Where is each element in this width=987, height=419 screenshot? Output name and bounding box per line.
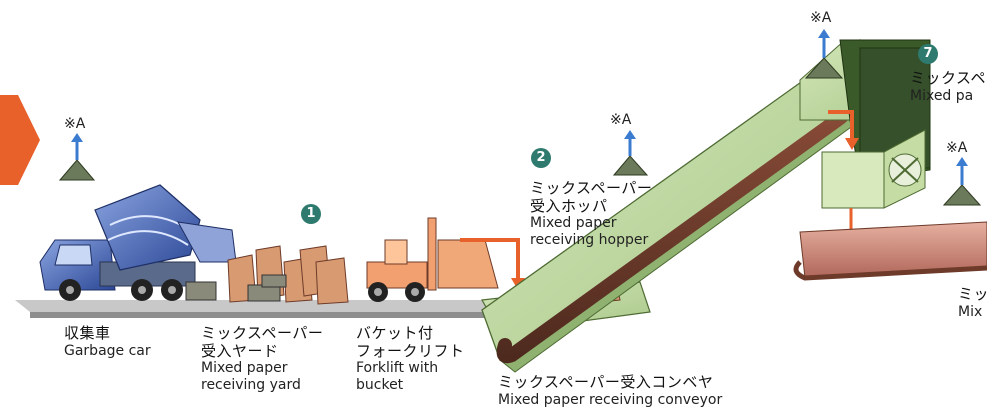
garbage-truck: [39, 184, 237, 301]
step-2-badge: 2: [531, 148, 551, 168]
conveyor-jp: ミックスペーパー受入コンベヤ: [498, 373, 714, 391]
forklift-en2: bucket: [356, 376, 404, 393]
paper-bales-yard: [185, 274, 287, 302]
garbage-car-en: Garbage car: [64, 342, 151, 359]
conveyor-head-housing: [799, 39, 931, 181]
conveyor-label: ミックスペーパー受入コンベヤ Mixed paper receiving con…: [498, 373, 723, 408]
marker-a-label-2: ※A: [610, 112, 632, 128]
garbage-car-jp: 収集車: [64, 324, 111, 342]
forklift-en: Forklift with: [356, 360, 439, 377]
receiving-yard-en2: receiving yard: [201, 376, 301, 393]
step7-jp: ミックスペ: [910, 69, 987, 87]
incoming-arrow: [0, 95, 40, 185]
marker-a-2: [612, 130, 649, 176]
conveyor-en: Mixed paper receiving conveyor: [498, 391, 723, 408]
hopper-en2: receiving hopper: [530, 231, 649, 248]
downstream-belt: [793, 221, 987, 281]
marker-a-3: [804, 29, 844, 79]
step-1-badge: 1: [301, 204, 321, 224]
right-partial-en: Mix: [958, 303, 983, 320]
transfer-arrow-hopper: [460, 238, 520, 282]
receiving-yard-en: Mixed paper: [201, 360, 288, 377]
marker-a-1: [58, 133, 96, 181]
forklift-label: バケット付 フォークリフト Forklift with bucket: [356, 324, 465, 393]
hopper-en: Mixed paper: [530, 215, 617, 232]
right-partial-jp: ミッ: [958, 285, 987, 303]
right-partial-label: ミッ Mix: [958, 285, 987, 320]
step-7-badge: 7: [918, 44, 938, 64]
receiving-yard-jp: ミックスペーパー: [201, 324, 324, 342]
receiving-yard-label: ミックスペーパー 受入ヤード Mixed paper receiving yar…: [201, 324, 324, 393]
receiving-yard-jp2: 受入ヤード: [201, 341, 279, 360]
hopper-jp2: 受入ホッパ: [530, 196, 608, 215]
marker-a-label-3: ※A: [810, 10, 832, 26]
garbage-car-label: 収集車 Garbage car: [64, 324, 151, 359]
step7-label: ミックスペ Mixed pa: [910, 69, 987, 104]
separator-unit: [821, 129, 926, 209]
internal-arrow-1: [828, 110, 854, 140]
step7-en: Mixed pa: [910, 87, 974, 104]
marker-a-label-4: ※A: [946, 140, 968, 156]
paper-bags-yard: [227, 245, 349, 305]
hopper-jp: ミックスペーパー: [530, 179, 653, 197]
hopper-label: ミックスペーパー 受入ホッパ Mixed paper receiving hop…: [530, 179, 653, 248]
internal-arrowhead-1: [845, 138, 859, 150]
forklift: [366, 217, 499, 302]
marker-a-4: [942, 157, 982, 206]
ground-platform: [15, 300, 505, 318]
forklift-jp2: フォークリフト: [356, 341, 465, 360]
forklift-jp: バケット付: [356, 324, 434, 342]
marker-a-label-1: ※A: [64, 116, 86, 132]
